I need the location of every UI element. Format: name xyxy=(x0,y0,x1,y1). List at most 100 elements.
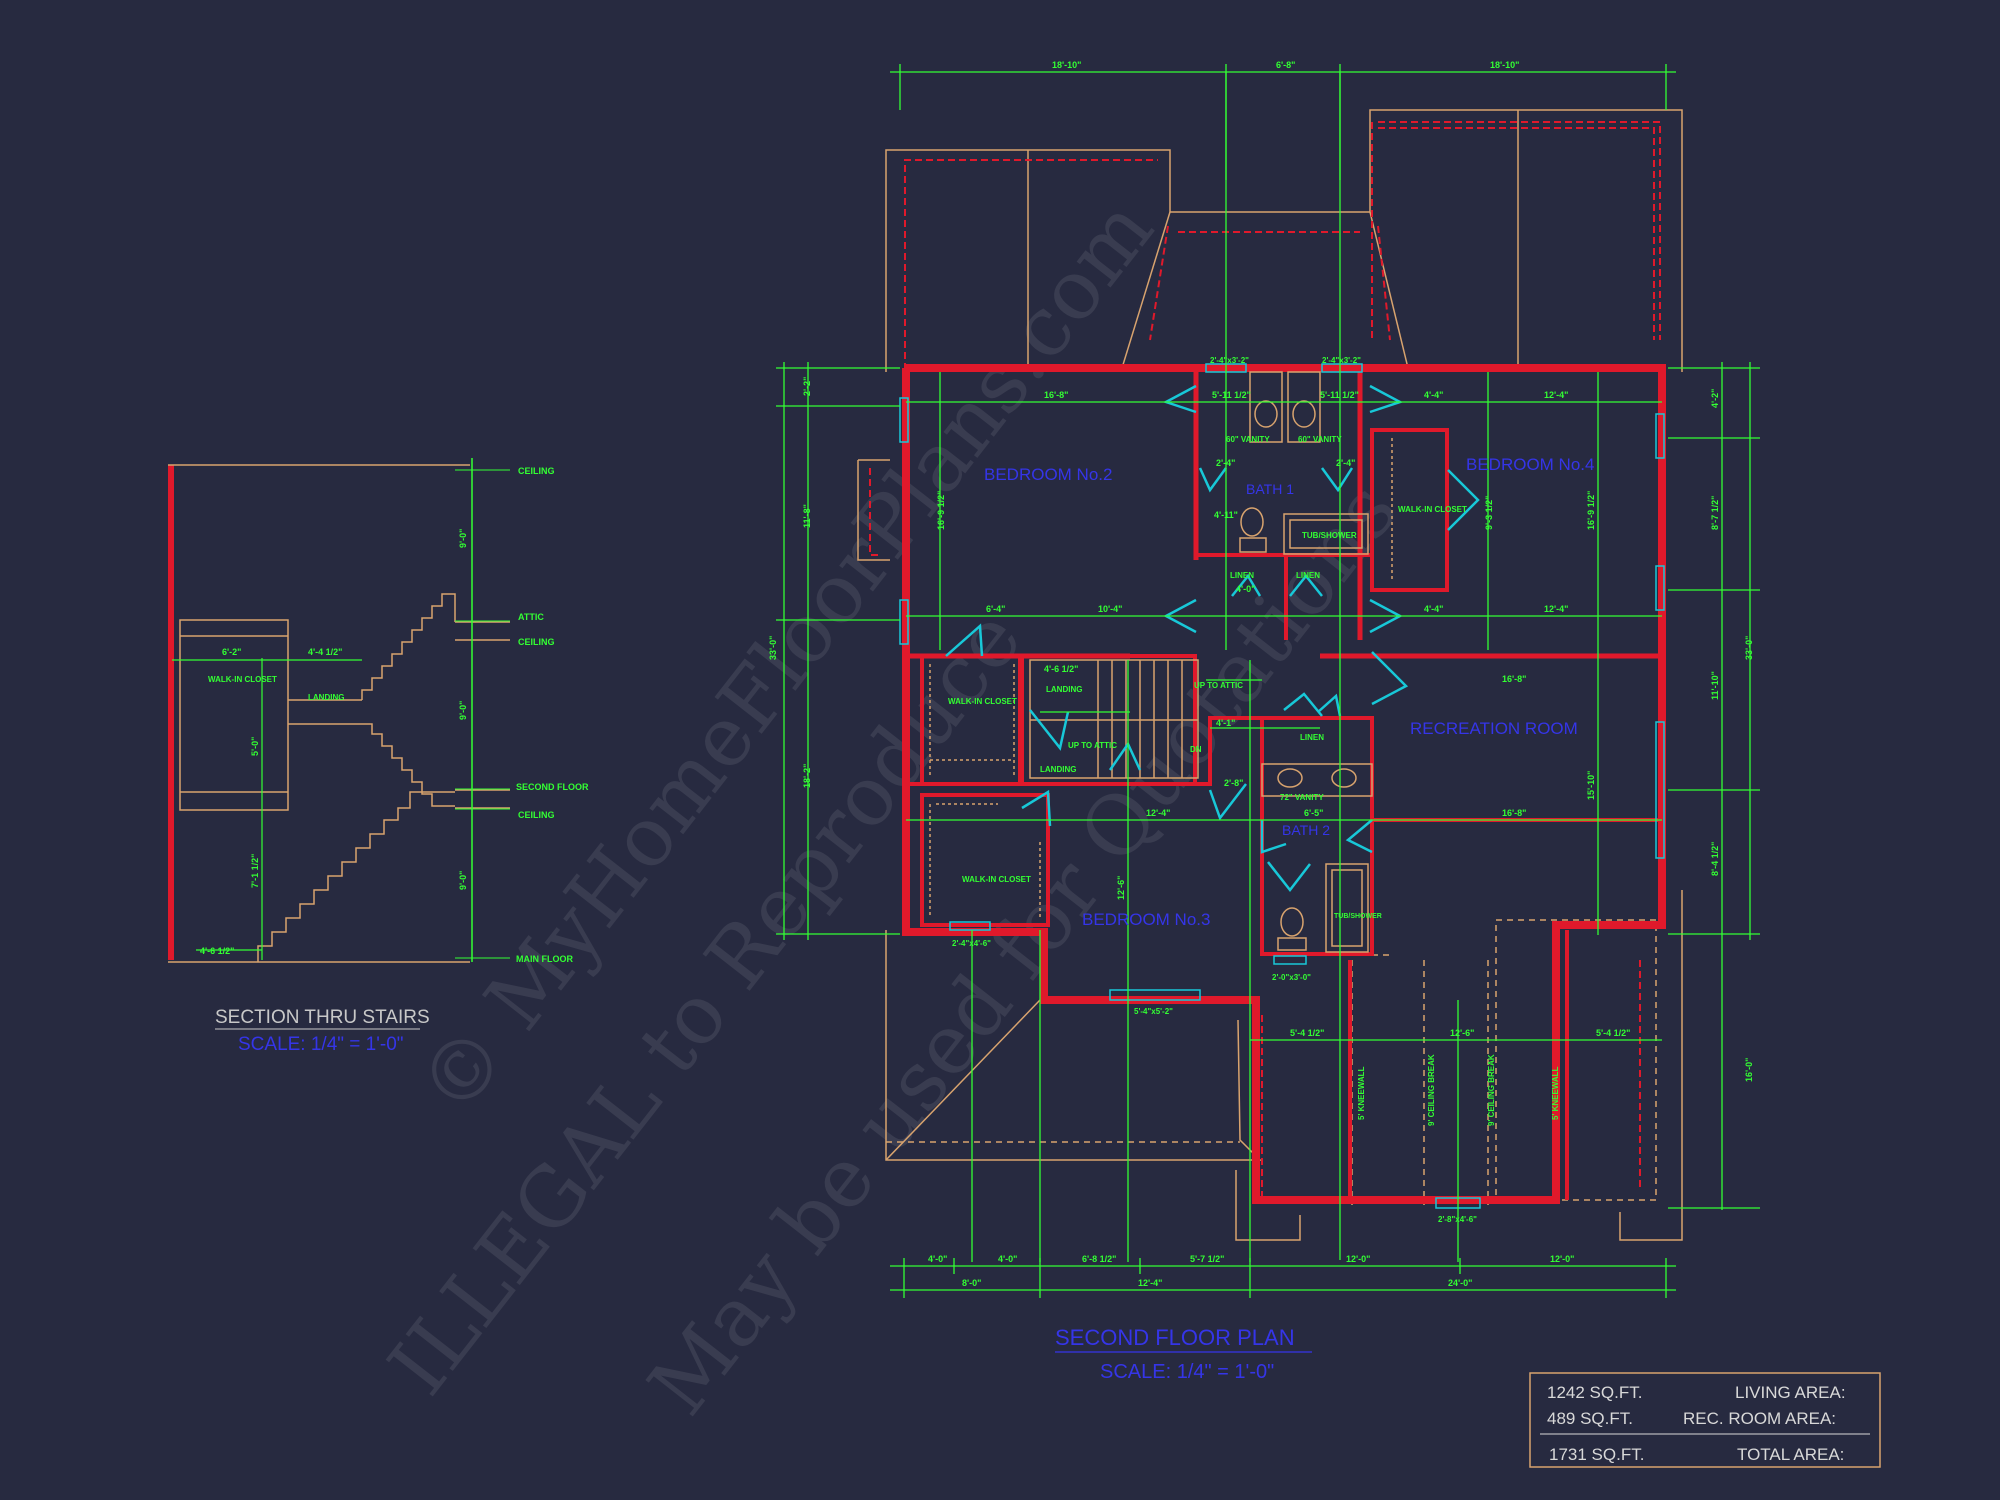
dim-inner-e: 12'-4" xyxy=(1544,390,1568,400)
dim-bottom-b-2: 24'-0" xyxy=(1448,1278,1472,1288)
dim-left-1: 11'-8" xyxy=(802,504,812,528)
dim-inner-h: 9'-3 1/2" xyxy=(1484,496,1494,530)
note-walk-in-closet-a: WALK-IN CLOSET xyxy=(1398,505,1467,514)
note-vanity-b: 60" VANITY xyxy=(1298,435,1342,444)
dim-window-5: 2'-8"x4'-6" xyxy=(1438,1215,1477,1224)
section-dim-landing-w: 4'-4 1/2" xyxy=(308,647,342,657)
section-wall-left xyxy=(168,465,174,960)
note-ceiling-break-b: 9' CEILING BREAK xyxy=(1487,1054,1496,1126)
dim-top-0: 18'-10" xyxy=(1052,60,1081,70)
dim-inner-x: 2'-4" xyxy=(1336,458,1355,468)
dim-window-0: 2'-4"x3'-2" xyxy=(1210,356,1249,365)
level-second-floor: SECOND FLOOR xyxy=(516,782,589,792)
dim-inner-s: 5'-4 1/2" xyxy=(1596,1028,1630,1038)
dim-top-1: 6'-8" xyxy=(1276,60,1295,70)
windows xyxy=(899,363,1665,1209)
note-linen-c: LINEN xyxy=(1300,733,1324,742)
note-linen-b: LINEN xyxy=(1296,571,1320,580)
dim-bottom-a-0: 4'-0" xyxy=(928,1254,947,1264)
section-dim-closet-h: 5'-0" xyxy=(250,737,260,756)
section-thru-stairs: CEILING ATTIC CEILING SECOND FLOOR CEILI… xyxy=(168,458,589,1055)
room-recreation: RECREATION ROOM xyxy=(1410,719,1578,738)
level-ceiling-top: CEILING xyxy=(518,466,555,476)
area-table: 1242 SQ.FT. LIVING AREA: 489 SQ.FT. REC.… xyxy=(1529,1372,1881,1468)
dim-inner-c: 5'-11 1/2" xyxy=(1320,390,1359,400)
plan-title: SECOND FLOOR PLAN xyxy=(1055,1325,1295,1350)
dim-inner-n: 16'-8" xyxy=(1502,808,1526,818)
note-vanity-c: 72" VANITY xyxy=(1280,793,1324,802)
area-value-rec: 489 SQ.FT. xyxy=(1547,1409,1633,1428)
dim-left-0: 2'-2" xyxy=(802,377,812,396)
walls xyxy=(902,364,1666,1204)
dim-window-2: 2'-4"x4'-6" xyxy=(952,939,991,948)
note-dn: DN xyxy=(1190,745,1202,754)
section-dim-top: 9'-0" xyxy=(458,529,468,548)
area-value-total: 1731 SQ.FT. xyxy=(1549,1445,1644,1464)
dim-inner-z: 4'-0" xyxy=(1236,584,1255,594)
section-closet-box xyxy=(179,619,289,811)
section-dim-bottom: 4'-6 1/2" xyxy=(200,946,234,956)
dim-bottom-a-2: 6'-8 1/2" xyxy=(1082,1254,1116,1264)
plan-notes: WALK-IN CLOSET WALK-IN CLOSET WALK-IN CL… xyxy=(948,435,1560,1126)
dim-window-4: 2'-0"x3'-0" xyxy=(1272,973,1311,982)
dim-right-5: 16'-0" xyxy=(1744,1058,1754,1082)
section-dim-low: 9'-0" xyxy=(458,871,468,890)
note-kneewall-a: 5' KNEEWALL xyxy=(1357,1066,1366,1120)
room-bath-2: BATH 2 xyxy=(1282,822,1330,838)
dim-inner-r: 12'-6" xyxy=(1450,1028,1474,1038)
dim-inner-i: 6'-4" xyxy=(986,604,1005,614)
dim-bottom-b-0: 8'-0" xyxy=(962,1278,981,1288)
dim-inner-ab: 6'-5" xyxy=(1304,808,1323,818)
section-dim-closet-w: 6'-2" xyxy=(222,647,241,657)
dim-left-2: 33'-0" xyxy=(768,636,778,660)
dim-window-3: 5'-4"x5'-2" xyxy=(1134,1007,1173,1016)
dim-inner-g: 16'-9 1/2" xyxy=(1586,491,1596,530)
fixtures xyxy=(929,371,1393,953)
dim-inner-p: 4'-6 1/2" xyxy=(1044,664,1078,674)
dim-inner-b: 5'-11 1/2" xyxy=(1212,390,1251,400)
section-lower-stair xyxy=(257,791,455,962)
room-bath-1: BATH 1 xyxy=(1246,481,1294,497)
section-closet-label: WALK-IN CLOSET xyxy=(208,675,277,684)
dim-window-1: 2'-4"x3'-2" xyxy=(1322,356,1361,365)
note-vanity-a: 60" VANITY xyxy=(1226,435,1270,444)
room-bedroom-3: BEDROOM No.3 xyxy=(1082,910,1210,929)
dim-inner-j: 10'-4" xyxy=(1098,604,1122,614)
area-label-total: TOTAL AREA: xyxy=(1737,1445,1844,1464)
section-landing-label: LANDING xyxy=(308,693,344,702)
dim-inner-q: 5'-4 1/2" xyxy=(1290,1028,1324,1038)
section-scale: SCALE: 1/4" = 1'-0" xyxy=(238,1034,404,1055)
dim-bottom-a-4: 12'-0" xyxy=(1346,1254,1370,1264)
dim-right-1: 8'-7 1/2" xyxy=(1710,496,1720,530)
dim-inner-a: 16'-8" xyxy=(1044,390,1068,400)
area-table-border xyxy=(1529,1372,1881,1468)
level-attic: ATTIC xyxy=(518,612,544,622)
section-upper-stair xyxy=(361,593,456,700)
plan-scale: SCALE: 1/4" = 1'-0" xyxy=(1100,1361,1274,1383)
note-up-to-attic-b: UP TO ATTIC xyxy=(1068,741,1117,750)
note-linen-a: LINEN xyxy=(1230,571,1254,580)
area-label-living: LIVING AREA: xyxy=(1735,1383,1846,1402)
dim-inner-d: 4'-4" xyxy=(1424,390,1443,400)
area-label-rec: REC. ROOM AREA: xyxy=(1683,1409,1836,1428)
doors xyxy=(945,384,1480,893)
note-walk-in-closet-c: WALK-IN CLOSET xyxy=(962,875,1031,884)
dim-inner-y: 4'-11" xyxy=(1214,510,1238,520)
note-kneewall-b: 5' KNEEWALL xyxy=(1551,1066,1560,1120)
room-bedroom-2: BEDROOM No.2 xyxy=(984,465,1112,484)
dim-right-2: 33'-0" xyxy=(1744,636,1754,660)
dim-inner-o: 12'-4" xyxy=(1146,808,1170,818)
dim-inner-w: 2'-4" xyxy=(1216,458,1235,468)
dim-inner-t: 12'-6" xyxy=(1116,876,1126,900)
section-dim-lower-h: 7'-1 1/2" xyxy=(250,854,260,888)
dim-left-3: 18'-2" xyxy=(802,764,812,788)
dim-bottom-b-1: 12'-4" xyxy=(1138,1278,1162,1288)
second-floor-plan: BEDROOM No.2 BEDROOM No.4 BEDROOM No.3 B… xyxy=(768,60,1760,1383)
room-bedroom-4: BEDROOM No.4 xyxy=(1466,455,1594,474)
dim-right-0: 4'-2" xyxy=(1710,389,1720,408)
dim-right-4: 8'-4 1/2" xyxy=(1710,842,1720,876)
dim-inner-m: 16'-8" xyxy=(1502,674,1526,684)
dimension-lines xyxy=(776,64,1760,1298)
note-up-to-attic-a: UP TO ATTIC xyxy=(1194,681,1243,690)
